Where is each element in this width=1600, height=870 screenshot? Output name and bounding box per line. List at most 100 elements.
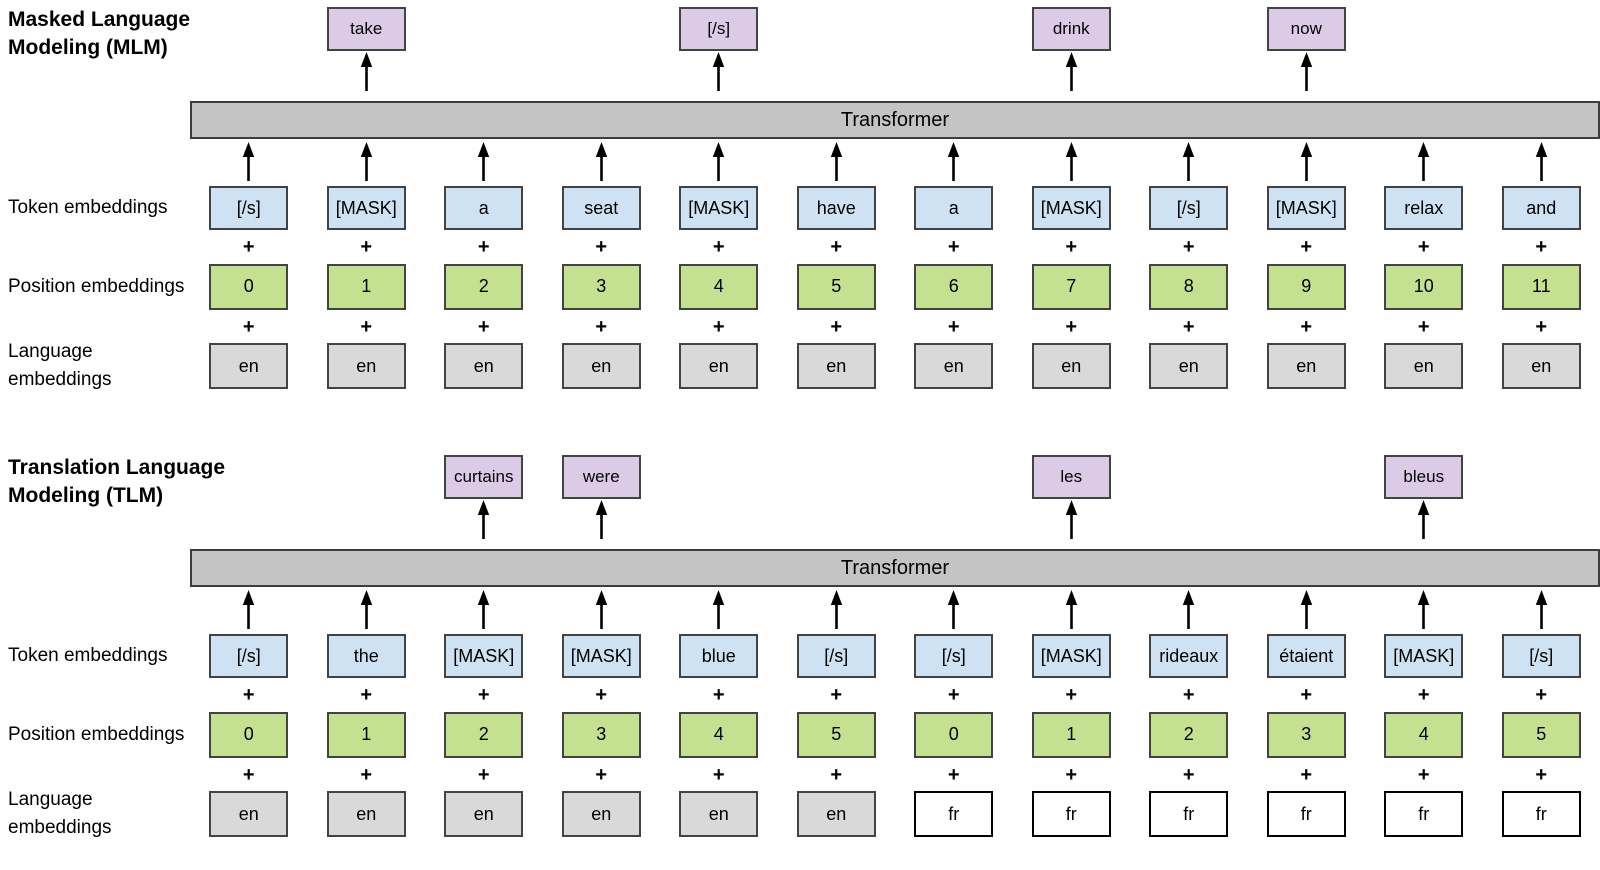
- language-box: en: [1031, 343, 1111, 389]
- plus-sign: +: [1065, 683, 1078, 706]
- language-box: en: [209, 791, 289, 837]
- token-box: [MASK]: [679, 186, 759, 230]
- plus-sign: +: [1065, 763, 1078, 786]
- predicted-token-box: les: [1031, 455, 1111, 499]
- position-box: 2: [444, 263, 524, 310]
- predicted-token-box: curtains: [444, 455, 524, 499]
- language-box: fr: [1031, 791, 1111, 837]
- plus-sign: +: [1300, 763, 1313, 786]
- input-arrow-row: [0, 587, 1600, 633]
- up-arrow-icon: [1299, 590, 1314, 630]
- predicted-token-box: now: [1266, 7, 1346, 51]
- language-box: en: [1501, 343, 1581, 389]
- plus-sign: +: [1065, 235, 1078, 258]
- plus-sign: +: [242, 315, 255, 338]
- language-box: en: [444, 343, 524, 389]
- position-box: 2: [444, 711, 524, 758]
- up-arrow-icon: [359, 142, 374, 182]
- predicted-token-box: drink: [1031, 7, 1111, 51]
- token-box: [MASK]: [1031, 186, 1111, 230]
- input-arrow-row: [0, 139, 1600, 185]
- predicted-token-box: bleus: [1384, 455, 1464, 499]
- up-arrow-icon: [946, 590, 961, 630]
- up-arrow-icon: [1181, 590, 1196, 630]
- up-arrow-icon: [241, 142, 256, 182]
- transformer-bar: Transformer: [190, 549, 1600, 587]
- predicted-token-box: [/s]: [679, 7, 759, 51]
- up-arrow-icon: [241, 590, 256, 630]
- position-box: 6: [914, 263, 994, 310]
- language-box: en: [326, 343, 406, 389]
- up-arrow-icon: [1416, 500, 1431, 540]
- predicted-token-box: take: [326, 7, 406, 51]
- language-box: en: [796, 343, 876, 389]
- plus-sign: +: [360, 235, 373, 258]
- plus-sign: +: [595, 683, 608, 706]
- up-arrow-icon: [476, 142, 491, 182]
- plus-sign: +: [712, 683, 725, 706]
- token-box: [MASK]: [1384, 634, 1464, 678]
- plus-sign: +: [477, 763, 490, 786]
- plus-sign: +: [477, 315, 490, 338]
- plus-sign: +: [477, 683, 490, 706]
- predicted-token-box: were: [561, 455, 641, 499]
- token-box: relax: [1384, 186, 1464, 230]
- mlm-section: Masked Language Modeling (MLM) take [/s] d…: [0, 6, 1600, 390]
- token-box: the: [326, 634, 406, 678]
- plus-sign: +: [1417, 683, 1430, 706]
- plus-sign: +: [830, 235, 843, 258]
- plus-sign: +: [595, 763, 608, 786]
- language-box: en: [326, 791, 406, 837]
- plus-sign: +: [712, 763, 725, 786]
- up-arrow-icon: [711, 52, 726, 92]
- language-box: en: [561, 343, 641, 389]
- token-box: have: [796, 186, 876, 230]
- plus-sign: +: [595, 235, 608, 258]
- position-box: 0: [914, 711, 994, 758]
- row-label-token-embeddings: Token embeddings: [8, 645, 168, 666]
- plus-sign: +: [242, 235, 255, 258]
- position-box: 0: [209, 263, 289, 310]
- up-arrow-icon: [1534, 142, 1549, 182]
- plus-sign: +: [1300, 235, 1313, 258]
- position-box: 5: [1501, 711, 1581, 758]
- up-arrow-icon: [829, 590, 844, 630]
- section-title: Translation Language Modeling (TLM): [8, 456, 226, 507]
- language-box: en: [679, 343, 759, 389]
- plus-sign: +: [1535, 683, 1548, 706]
- token-box: [/s]: [209, 186, 289, 230]
- plus-sign: +: [947, 763, 960, 786]
- token-box: a: [914, 186, 994, 230]
- language-box: en: [561, 791, 641, 837]
- transformer-row: Transformer: [0, 101, 1600, 139]
- tlm-section: Translation Language Modeling (TLM) curt…: [0, 454, 1600, 838]
- position-box: 1: [1031, 711, 1111, 758]
- position-box: 11: [1501, 263, 1581, 310]
- plus-sign: +: [947, 235, 960, 258]
- position-box: 9: [1266, 263, 1346, 310]
- language-box: fr: [914, 791, 994, 837]
- plus-sign: +: [1182, 235, 1195, 258]
- up-arrow-icon: [594, 590, 609, 630]
- plus-row: ++++++++++++: [0, 679, 1600, 710]
- up-arrow-icon: [476, 590, 491, 630]
- plus-sign: +: [1417, 235, 1430, 258]
- up-arrow-icon: [1299, 142, 1314, 182]
- token-box: [MASK]: [444, 634, 524, 678]
- token-box: [MASK]: [326, 186, 406, 230]
- transformer-row: Transformer: [0, 549, 1600, 587]
- up-arrow-icon: [1064, 52, 1079, 92]
- plus-sign: +: [830, 683, 843, 706]
- plus-sign: +: [595, 315, 608, 338]
- up-arrow-icon: [829, 142, 844, 182]
- plus-row: ++++++++++++: [0, 231, 1600, 262]
- plus-sign: +: [1535, 315, 1548, 338]
- position-box: 5: [796, 263, 876, 310]
- transformer-bar: Transformer: [190, 101, 1600, 139]
- token-box: [/s]: [796, 634, 876, 678]
- up-arrow-icon: [946, 142, 961, 182]
- section-title: Masked Language Modeling (MLM): [8, 8, 191, 59]
